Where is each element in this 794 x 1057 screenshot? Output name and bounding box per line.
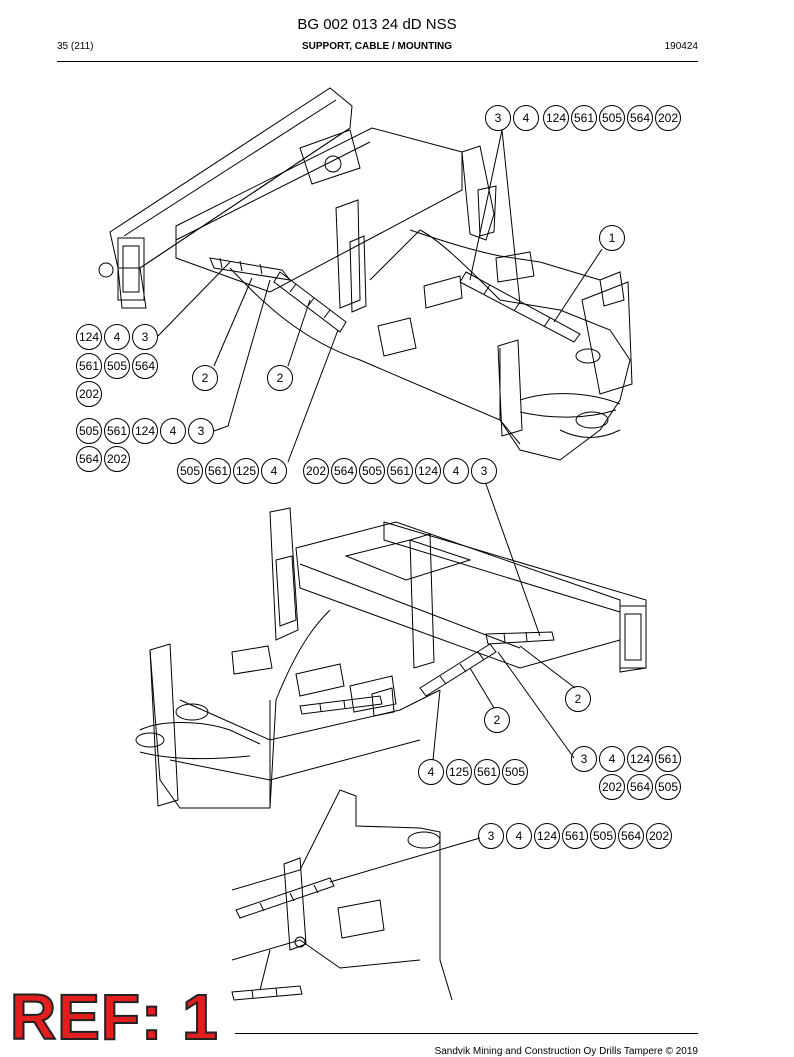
callout-label: 564 xyxy=(630,780,650,794)
frame-view-1 xyxy=(98,87,633,461)
callout-item-2-c: 2 xyxy=(565,686,591,712)
callout-group-v1-bottom-b: 202 564 505 561 124 4 3 xyxy=(303,458,497,484)
callout-label: 564 xyxy=(135,359,155,373)
callout-label: 202 xyxy=(107,452,127,466)
callout-label: 1 xyxy=(609,231,616,245)
callout-label: 3 xyxy=(581,752,588,766)
header-divider xyxy=(57,61,698,62)
callout-label: 125 xyxy=(449,765,469,779)
callout-label: 2 xyxy=(575,692,582,706)
document-title: BG 002 013 24 dD NSS xyxy=(297,16,457,33)
callout-group-v1-top: 3 4 124 561 505 564 202 xyxy=(485,105,681,131)
callout-group-v3-top: 3 4 124 561 505 564 202 xyxy=(478,823,672,849)
callout-label: 4 xyxy=(428,765,435,779)
callout-label: 505 xyxy=(79,424,99,438)
callout-label: 124 xyxy=(546,111,566,125)
callout-label: 124 xyxy=(135,424,155,438)
callout-label: 4 xyxy=(609,752,616,766)
callout-label: 561 xyxy=(208,464,228,478)
footer-divider xyxy=(235,1033,698,1034)
callout-label: 202 xyxy=(79,387,99,401)
callout-label: 124 xyxy=(79,330,99,344)
callout-label: 125 xyxy=(236,464,256,478)
callout-label: 561 xyxy=(477,765,497,779)
callout-label: 202 xyxy=(658,111,678,125)
callout-group-v1-left-b: 505 561 124 4 3 564 202 xyxy=(76,418,214,472)
callout-label: 561 xyxy=(107,424,127,438)
callout-label: 4 xyxy=(523,111,530,125)
document-date: 190424 xyxy=(664,41,698,52)
callout-label: 561 xyxy=(658,752,678,766)
callout-label: 564 xyxy=(621,829,641,843)
callout-label: 202 xyxy=(306,464,326,478)
page-number: 35 (211) xyxy=(57,41,94,52)
callout-label: 505 xyxy=(362,464,382,478)
callout-label: 2 xyxy=(494,713,501,727)
callout-label: 561 xyxy=(565,829,585,843)
callout-label: 505 xyxy=(505,765,525,779)
callout-label: 3 xyxy=(142,330,149,344)
callout-label: 505 xyxy=(593,829,613,843)
callout-label: 505 xyxy=(602,111,622,125)
callout-label: 124 xyxy=(418,464,438,478)
callout-group-v2-bottom-a: 4 125 561 505 xyxy=(418,759,528,785)
callout-label: 3 xyxy=(488,829,495,843)
reference-stamp: REF: 1 xyxy=(9,981,219,1053)
callout-label: 4 xyxy=(170,424,177,438)
callout-label: 561 xyxy=(79,359,99,373)
callout-label: 124 xyxy=(537,829,557,843)
callout-label: 561 xyxy=(574,111,594,125)
callout-label: 4 xyxy=(271,464,278,478)
callout-label: 561 xyxy=(390,464,410,478)
leader-lines xyxy=(157,129,603,883)
callout-label: 4 xyxy=(516,829,523,843)
callout-label: 3 xyxy=(481,464,488,478)
callout-label: 4 xyxy=(453,464,460,478)
footer-copyright: Sandvik Mining and Construction Oy Drill… xyxy=(434,1046,698,1057)
callout-label: 564 xyxy=(334,464,354,478)
callout-group-v1-left-a: 124 4 3 561 505 564 202 xyxy=(76,324,158,407)
callout-item-1: 1 xyxy=(599,225,625,251)
callout-label: 124 xyxy=(630,752,650,766)
callout-label: 2 xyxy=(202,371,209,385)
callout-label: 505 xyxy=(180,464,200,478)
callout-group-v2-bottom-b: 3 4 124 561 202 564 505 xyxy=(571,746,681,800)
section-title: SUPPORT, CABLE / MOUNTING xyxy=(301,41,452,52)
callout-label: 564 xyxy=(630,111,650,125)
callout-label: 505 xyxy=(658,780,678,794)
callout-label: 505 xyxy=(107,359,127,373)
callout-label: 202 xyxy=(602,780,622,794)
callout-label: 4 xyxy=(114,330,121,344)
callout-item-2-a: 2 xyxy=(192,365,218,391)
callout-label: 3 xyxy=(495,111,502,125)
callout-item-2-d: 2 xyxy=(484,707,510,733)
callout-group-v1-bottom-a: 505 561 125 4 xyxy=(177,458,287,484)
callout-label: 564 xyxy=(79,452,99,466)
callout-label: 2 xyxy=(277,371,284,385)
callout-label: 3 xyxy=(198,424,205,438)
callout-label: 202 xyxy=(649,829,669,843)
frame-view-2 xyxy=(135,507,647,809)
callout-item-2-b: 2 xyxy=(267,365,293,391)
frame-view-3 xyxy=(231,789,453,1001)
